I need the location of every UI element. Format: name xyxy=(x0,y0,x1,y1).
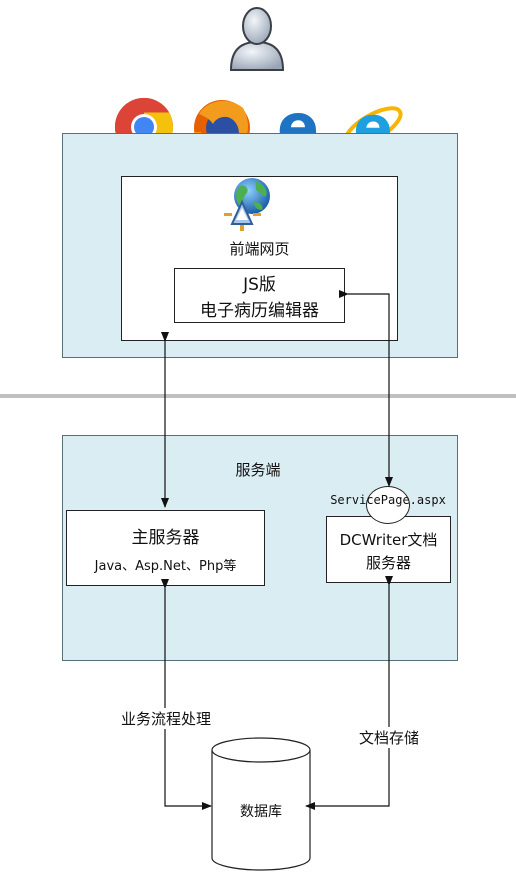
servicepage-label: ServicePage.aspx xyxy=(330,493,446,507)
database-cylinder xyxy=(211,737,311,871)
database-label: 数据库 xyxy=(240,804,282,820)
main-server-title: 主服务器 xyxy=(131,528,200,548)
storage-flow-label: 文档存储 xyxy=(347,727,431,748)
business-flow-label: 业务流程处理 xyxy=(106,708,226,729)
web-page-label: 前端网页 xyxy=(229,240,290,258)
web-globe-icon xyxy=(224,178,270,231)
main-server-subtitle: Java、Asp.Net、Php等 xyxy=(94,559,237,574)
tier-separator xyxy=(0,394,516,398)
dcwriter-line2: 服务器 xyxy=(365,554,411,572)
js-editor-line2: 电子病历编辑器 xyxy=(200,301,319,321)
js-editor-box xyxy=(174,268,345,323)
main-server-box xyxy=(66,510,265,586)
user-icon xyxy=(229,7,285,71)
dcwriter-line1: DCWriter文档 xyxy=(339,531,438,549)
server-section-label: 服务端 xyxy=(235,461,281,479)
js-editor-line1: JS版 xyxy=(243,275,276,295)
servicepage-node xyxy=(366,486,410,524)
